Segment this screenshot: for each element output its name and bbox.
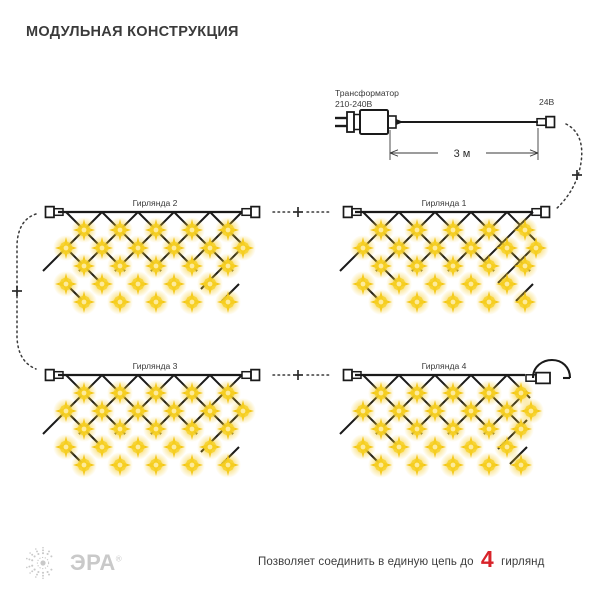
garland-1-label: Гирлянда 1 — [422, 198, 467, 208]
footer-note: Позволяет соединить в единую цепь до 4 г… — [258, 548, 545, 571]
garland-3-label: Гирлянда 3 — [133, 361, 178, 371]
garland-3-lights — [53, 380, 256, 478]
sunburst-logo-icon — [26, 546, 53, 580]
transformer-label-line1: Трансформатор — [335, 88, 399, 98]
join-bottom-middle — [272, 370, 331, 380]
brand-logo: ЭРА® — [22, 546, 142, 580]
garland-2: Гирлянда 2 — [42, 198, 261, 315]
garland-4-lights — [350, 380, 544, 478]
cable-length-label: 3 м — [454, 148, 471, 160]
garland-2-lights — [53, 217, 256, 315]
garland-1-lights — [350, 217, 549, 315]
plus-symbol-left — [12, 286, 22, 296]
garland-1: Гирлянда 1 — [339, 198, 551, 315]
transformer-label-line2: 210-240В — [335, 99, 373, 109]
footer-count: 4 — [480, 546, 494, 572]
garland-2-label: Гирлянда 2 — [133, 198, 178, 208]
garland-4: Гирлянда 4 — [339, 361, 544, 478]
brand-name-text: ЭРА — [70, 550, 116, 575]
garland-4-label: Гирлянда 4 — [422, 361, 467, 371]
footer-text-before: Позволяет соединить в единую цепь до — [258, 556, 477, 568]
page-title: МОДУЛЬНАЯ КОНСТРУКЦИЯ — [26, 24, 239, 40]
link-transformer-to-garland1 — [555, 123, 583, 210]
link-garland2-to-garland3 — [12, 213, 37, 370]
brand-trademark: ® — [115, 554, 123, 564]
plus-symbol-right — [572, 170, 582, 180]
transformer-output-label: 24В — [539, 97, 555, 107]
brand-name: ЭРА® — [70, 550, 122, 576]
footer-text-after: гирлянд — [497, 556, 545, 568]
cable-length-dimension: 3 м — [389, 128, 539, 160]
end-cap-terminator — [525, 358, 572, 385]
transformer-group — [335, 109, 556, 135]
join-top-middle — [272, 207, 331, 217]
garland-3: Гирлянда 3 — [42, 361, 261, 478]
